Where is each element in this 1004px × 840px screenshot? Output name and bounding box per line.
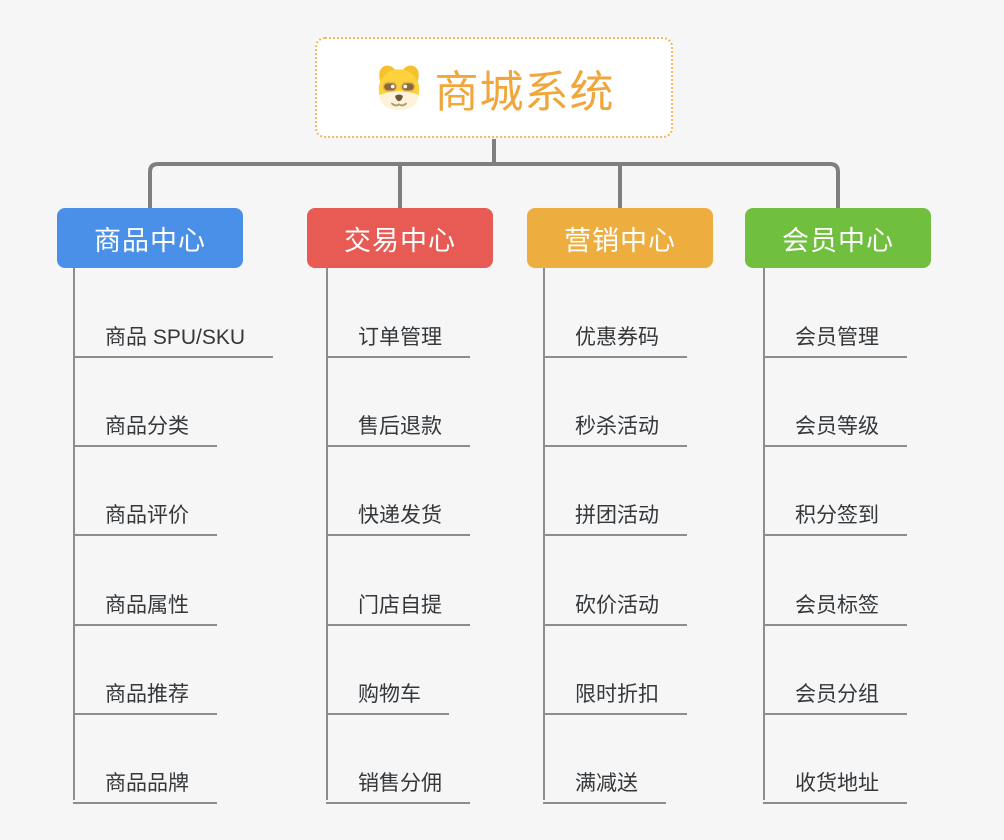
child-node[interactable]: 商品评价 (73, 491, 217, 536)
child-node[interactable]: 门店自提 (326, 581, 470, 626)
branch-node-product[interactable]: 商品中心 (57, 208, 243, 268)
child-node[interactable]: 购物车 (326, 670, 449, 715)
branch-node-member[interactable]: 会员中心 (745, 208, 931, 268)
child-node[interactable]: 会员等级 (763, 402, 907, 447)
child-node[interactable]: 快递发货 (326, 491, 470, 536)
branch-node-trade[interactable]: 交易中心 (307, 208, 493, 268)
child-node[interactable]: 优惠券码 (543, 313, 687, 358)
child-node[interactable]: 商品推荐 (73, 670, 217, 715)
child-node[interactable]: 拼团活动 (543, 491, 687, 536)
child-node[interactable]: 订单管理 (326, 313, 470, 358)
child-node[interactable]: 会员标签 (763, 581, 907, 626)
child-node[interactable]: 满减送 (543, 759, 666, 804)
child-node[interactable]: 商品分类 (73, 402, 217, 447)
dog-icon (374, 63, 424, 113)
child-node[interactable]: 商品属性 (73, 581, 217, 626)
child-node[interactable]: 商品品牌 (73, 759, 217, 804)
child-node[interactable]: 收货地址 (763, 759, 907, 804)
child-node[interactable]: 销售分佣 (326, 759, 470, 804)
child-node[interactable]: 秒杀活动 (543, 402, 687, 447)
root-title: 商城系统 (434, 67, 615, 117)
root-node[interactable]: 商城系统 (315, 37, 673, 138)
child-node[interactable]: 商品 SPU/SKU (73, 313, 274, 358)
child-node[interactable]: 会员分组 (763, 670, 907, 715)
child-node[interactable]: 砍价活动 (543, 581, 687, 626)
branch-node-marketing[interactable]: 营销中心 (527, 208, 713, 268)
child-node[interactable]: 会员管理 (763, 313, 907, 358)
child-node[interactable]: 积分签到 (763, 491, 907, 536)
child-node[interactable]: 限时折扣 (543, 670, 687, 715)
child-node[interactable]: 售后退款 (326, 402, 470, 447)
